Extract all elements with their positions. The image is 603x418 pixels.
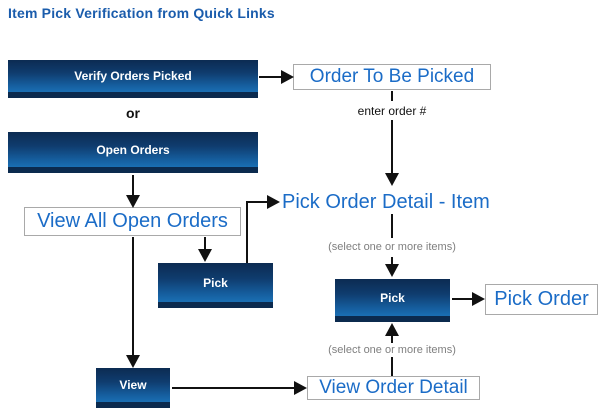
arrow-verify-to-order-head-icon	[281, 70, 294, 84]
arrow-order-to-detail-stub	[391, 91, 393, 101]
verify-orders-picked-button[interactable]: Verify Orders Picked	[8, 60, 258, 98]
pick-order-box[interactable]: Pick Order	[485, 284, 598, 315]
arrow-pickleft-to-detail-head-icon	[267, 195, 280, 209]
arrow-detail-to-pick-head-icon	[385, 264, 399, 277]
select-items-label-bottom: (select one or more items)	[328, 344, 456, 356]
arrow-order-to-detail-head-icon	[385, 173, 399, 186]
arrow-viewall-to-pick-line	[204, 237, 206, 250]
arrow-open-to-viewall-head-icon	[126, 195, 140, 208]
arrow-pick-to-pickorder-head-icon	[472, 292, 485, 306]
arrow-detail-to-pick-line2	[391, 257, 393, 265]
arrow-pickleft-to-detail-vline	[246, 202, 248, 263]
arrow-detail-to-pick-line1	[391, 214, 393, 238]
view-button[interactable]: View	[96, 368, 170, 408]
arrow-viewall-to-view-line	[132, 237, 134, 356]
arrow-verify-to-order-line	[259, 76, 282, 78]
arrow-order-to-detail-line	[391, 120, 393, 174]
arrow-detail-to-pick-up-head-icon	[385, 323, 399, 336]
select-items-label-top: (select one or more items)	[328, 241, 456, 253]
enter-order-number-label: enter order #	[357, 104, 427, 118]
arrow-view-to-detail-line	[172, 387, 295, 389]
view-all-open-orders-box[interactable]: View All Open Orders	[24, 207, 241, 236]
arrow-pickleft-to-detail-hline	[246, 201, 268, 203]
or-label: or	[126, 105, 140, 121]
view-order-detail-box[interactable]: View Order Detail	[307, 376, 480, 400]
pick-order-detail-item-label: Pick Order Detail - Item	[282, 191, 490, 213]
arrow-view-to-detail-head-icon	[294, 381, 307, 395]
page-title: Item Pick Verification from Quick Links	[8, 5, 275, 21]
arrow-viewall-to-view-head-icon	[126, 355, 140, 368]
arrow-viewall-to-pick-head-icon	[198, 249, 212, 262]
arrow-open-to-viewall-line	[132, 175, 134, 196]
pick-button-left[interactable]: Pick	[158, 263, 273, 308]
pick-button-right[interactable]: Pick	[335, 279, 450, 322]
open-orders-button[interactable]: Open Orders	[8, 132, 258, 173]
arrow-pick-to-pickorder-line	[452, 298, 473, 300]
arrow-detail-to-pick-up-line2	[391, 357, 393, 376]
arrow-detail-to-pick-up-line1	[391, 336, 393, 343]
order-to-be-picked-box[interactable]: Order To Be Picked	[293, 64, 491, 90]
